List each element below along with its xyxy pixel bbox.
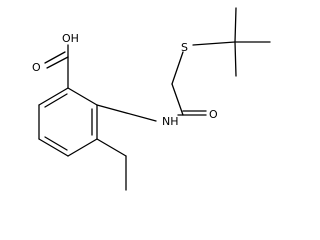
ring-bond-6 (38, 87, 69, 106)
ring-inner-bond-3 (44, 93, 68, 108)
ring-bond-3 (67, 138, 98, 157)
tert-butyl-thioether-group: S (171, 7, 271, 85)
sulfur-tbutyl-bond (192, 41, 236, 46)
nh-bond (96, 104, 157, 122)
ring-bond-1 (67, 87, 98, 106)
acid-oxygen-label: O (32, 61, 41, 74)
acid-co-double-bond-b (44, 51, 66, 64)
tbutyl-branch-2 (234, 7, 237, 43)
ring-inner-bond-2 (44, 136, 68, 151)
chemical-structure-diagram: OH O NH O S (32, 7, 271, 191)
sulfur-label: S (181, 41, 188, 54)
hydroxyl-label: OH (62, 32, 79, 45)
methyl-bond (96, 138, 127, 157)
acid-co-double-bond-a (46, 56, 69, 69)
ring-bond-4 (38, 138, 69, 157)
tbutyl-branch-3 (234, 41, 237, 77)
benzene-ring (38, 87, 98, 157)
sulfur-chain-bond (171, 51, 184, 85)
amide-oxygen-label: O (209, 108, 218, 121)
carboxylic-acid-group: OH O (32, 32, 79, 89)
amide-nh-label: NH (162, 115, 179, 128)
amide-chain-bond (171, 83, 184, 116)
methyl-group (96, 138, 127, 191)
amide-linker: NH O (96, 83, 218, 128)
